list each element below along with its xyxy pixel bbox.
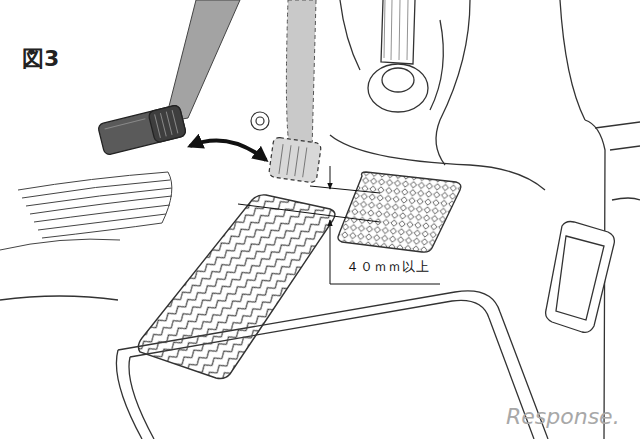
footrest bbox=[138, 195, 335, 379]
pedal-moved bbox=[268, 0, 321, 183]
console-panel bbox=[436, 0, 640, 439]
brake-pedal bbox=[97, 0, 240, 156]
bolt bbox=[251, 112, 269, 130]
accelerator-pedal bbox=[546, 222, 615, 333]
dimension-lines bbox=[238, 166, 440, 284]
floor-outline bbox=[0, 135, 548, 439]
air-vent bbox=[0, 172, 172, 250]
figure-title: 図3 bbox=[22, 46, 59, 72]
steering-column bbox=[340, 0, 443, 112]
brake-pad-plate bbox=[338, 172, 461, 252]
dimension-label: ４０ｍｍ以上 bbox=[344, 259, 432, 275]
watermark: Response. bbox=[506, 404, 620, 430]
motion-arrow bbox=[190, 140, 266, 160]
